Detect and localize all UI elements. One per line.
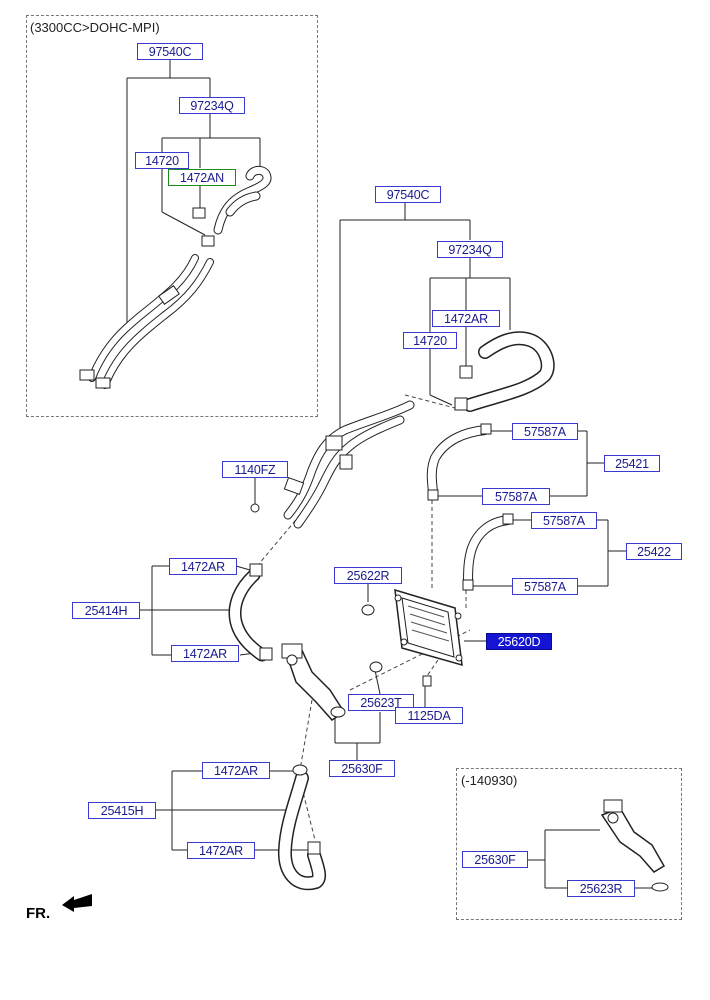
part-label-57587a-4[interactable]: 57587A (512, 578, 578, 595)
part-label-97540c-inset[interactable]: 97540C (137, 43, 203, 60)
inset-frame-date-variant (456, 768, 682, 920)
part-label-25623r-inset[interactable]: 25623R (567, 880, 635, 897)
part-label-97234q[interactable]: 97234Q (437, 241, 503, 258)
part-label-97540c[interactable]: 97540C (375, 186, 441, 203)
inset-hose-assembly (79, 165, 272, 389)
part-label-25630f[interactable]: 25630F (329, 760, 395, 777)
heater-pipe-assembly (250, 400, 415, 529)
part-label-1472an-inset[interactable]: 1472AN (168, 169, 236, 186)
part-label-25620d-selected[interactable]: 25620D (486, 633, 552, 650)
inset-leader-lines (126, 60, 261, 325)
main-leader-lines (139, 203, 652, 889)
front-direction-label: FR. (26, 905, 51, 922)
part-label-1472ar-top[interactable]: 1472AR (432, 310, 500, 327)
part-label-25422[interactable]: 25422 (626, 543, 682, 560)
water-outlet-main (281, 643, 346, 721)
part-label-25630f-inset[interactable]: 25630F (462, 851, 528, 868)
part-label-25622r[interactable]: 25622R (334, 567, 402, 584)
part-label-1472ar-4[interactable]: 1472AR (202, 762, 270, 779)
part-label-25414h[interactable]: 25414H (72, 602, 140, 619)
part-label-25421[interactable]: 25421 (604, 455, 660, 472)
part-label-1472ar-3[interactable]: 1472AR (171, 645, 239, 662)
part-label-1472ar-2[interactable]: 1472AR (169, 558, 237, 575)
part-label-57587a-3[interactable]: 57587A (531, 512, 597, 529)
part-label-1125da[interactable]: 1125DA (395, 707, 463, 724)
oil-cooler-25620d (361, 588, 463, 687)
part-label-57587a-2[interactable]: 57587A (482, 488, 550, 505)
water-outlet-inset (600, 799, 669, 892)
front-direction-arrow (62, 894, 92, 912)
inset-frame-date-title: (-140930) (461, 773, 518, 788)
hose-25414h (228, 563, 273, 662)
inset-frame-title: (3300CC>DOHC-MPI) (30, 20, 160, 35)
part-label-57587a-1[interactable]: 57587A (512, 423, 578, 440)
hose-25421 (426, 423, 492, 501)
hose-25422 (462, 513, 514, 591)
part-label-1472ar-5[interactable]: 1472AR (187, 842, 255, 859)
part-label-97234q-inset[interactable]: 97234Q (179, 97, 245, 114)
part-label-14720[interactable]: 14720 (403, 332, 457, 349)
hose-25415h (277, 764, 327, 891)
part-label-25623t[interactable]: 25623T (348, 694, 414, 711)
part-label-14720-inset[interactable]: 14720 (135, 152, 189, 169)
hose-97234q (454, 331, 555, 412)
part-label-25415h[interactable]: 25415H (88, 802, 156, 819)
inset-frame-engine-variant (26, 15, 318, 417)
part-label-1140fz[interactable]: 1140FZ (222, 461, 288, 478)
